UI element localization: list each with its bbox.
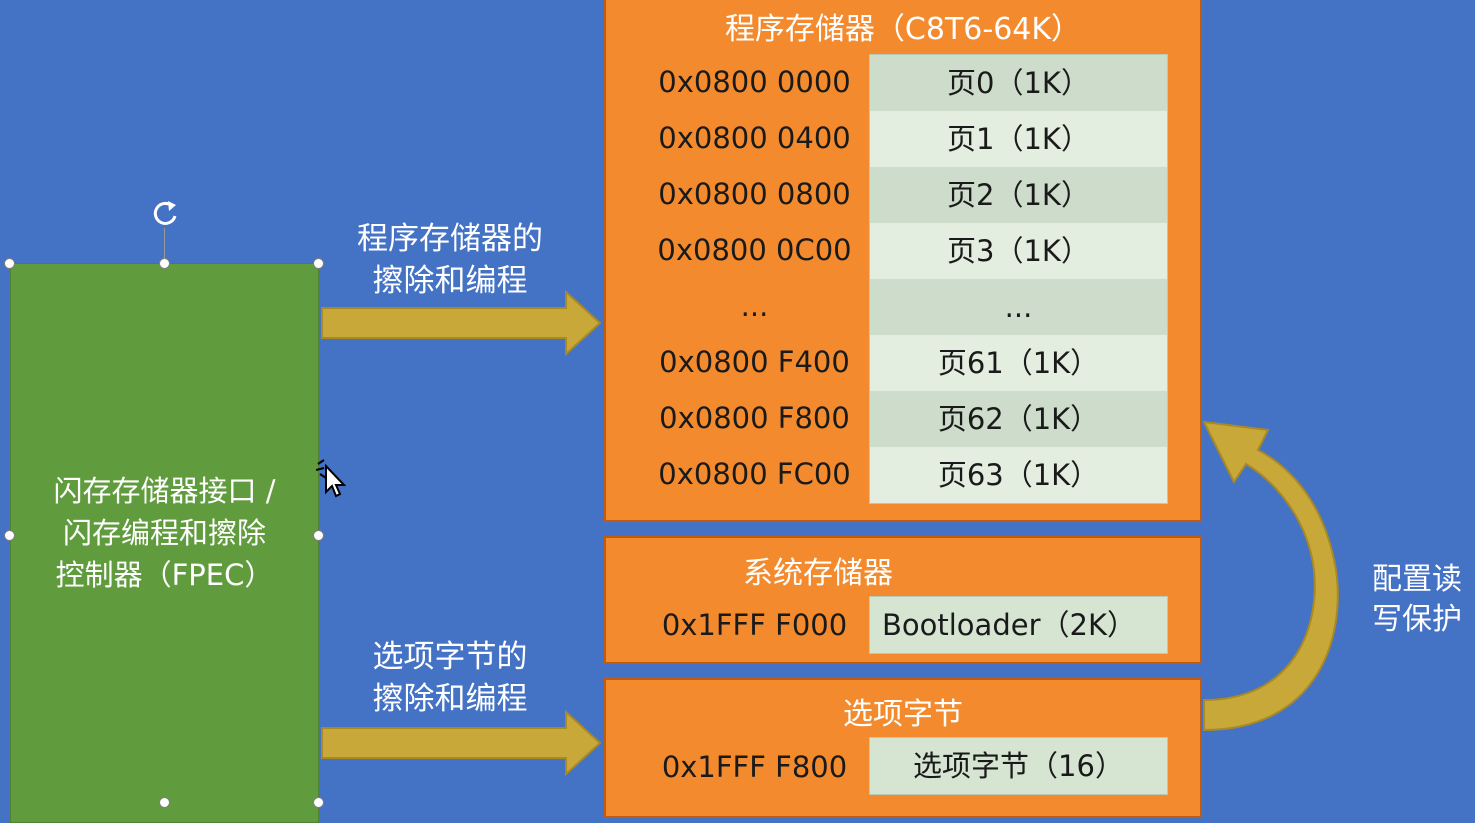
page-cell: 页1（1K） [870,111,1167,167]
bootloader-cell: Bootloader（2K） [869,596,1168,654]
rotate-handle-stem [164,228,165,259]
top-arrow-label-line1: 程序存储器的 [357,221,543,257]
address-label: 0x0800 F400 [659,345,850,379]
address-label: 0x0800 0400 [658,121,851,155]
fpec-label-line3: 控制器（FPEC） [55,558,274,592]
resize-handle-top-right[interactable] [313,258,324,269]
resize-handle-bottom-right[interactable] [313,797,324,808]
mouse-cursor-icon [315,458,347,504]
page-cell: 页0（1K） [870,55,1167,111]
bottom-arrow-label-line2: 擦除和编程 [372,681,528,717]
side-label-line1: 配置读 [1372,562,1462,597]
option-bytes-address: 0x1FFF F800 [661,750,848,784]
address-label: 0x0800 FC00 [658,457,851,491]
page-cell: ... [870,279,1167,335]
fpec-block[interactable] [10,263,319,823]
resize-handle-bottom[interactable] [159,797,170,808]
option-bytes-cell: 选项字节（16） [869,737,1168,795]
resize-handle-top-left[interactable] [4,258,15,269]
page-cell: 页62（1K） [870,391,1167,447]
address-label: ... [740,289,769,323]
address-label: 0x0800 0800 [658,177,851,211]
program-memory-title: 程序存储器（C8T6-64K） [724,12,1082,47]
address-label: 0x0800 0000 [658,65,851,99]
page-table: 页0（1K） 页1（1K） 页2（1K） 页3（1K） ... 页61（1K） … [869,54,1168,504]
bottom-arrow-label-line1: 选项字节的 [372,639,528,675]
top-arrow [321,290,602,356]
system-memory-title: 系统存储器 [743,556,893,591]
bottom-arrow-label: 选项字节的 擦除和编程 [320,636,580,720]
resize-handle-right[interactable] [313,530,324,541]
top-arrow-label-line2: 擦除和编程 [372,263,528,299]
side-label-line2: 写保护 [1372,602,1462,637]
rotate-handle-icon[interactable] [148,196,182,230]
side-label: 配置读 写保护 [1372,560,1462,640]
page-cell: 页2（1K） [870,167,1167,223]
address-label: 0x0800 F800 [659,401,850,435]
fpec-label: 闪存存储器接口 / 闪存编程和擦除 控制器（FPEC） [10,470,319,596]
resize-handle-top[interactable] [159,258,170,269]
option-bytes-title: 选项字节 [843,697,963,732]
address-label: 0x0800 0C00 [657,233,852,267]
bottom-arrow [321,710,602,776]
top-arrow-label: 程序存储器的 擦除和编程 [320,218,580,302]
page-cell: 页61（1K） [870,335,1167,391]
page-cell: 页63（1K） [870,447,1167,503]
fpec-label-line1: 闪存存储器接口 / [53,474,276,508]
system-memory-address: 0x1FFF F000 [661,608,848,642]
page-cell: 页3（1K） [870,223,1167,279]
fpec-label-line2: 闪存编程和擦除 [62,516,266,550]
resize-handle-left[interactable] [4,530,15,541]
program-memory-addresses: 0x0800 0000 0x0800 0400 0x0800 0800 0x08… [632,54,877,502]
curved-arrow [1202,420,1339,732]
